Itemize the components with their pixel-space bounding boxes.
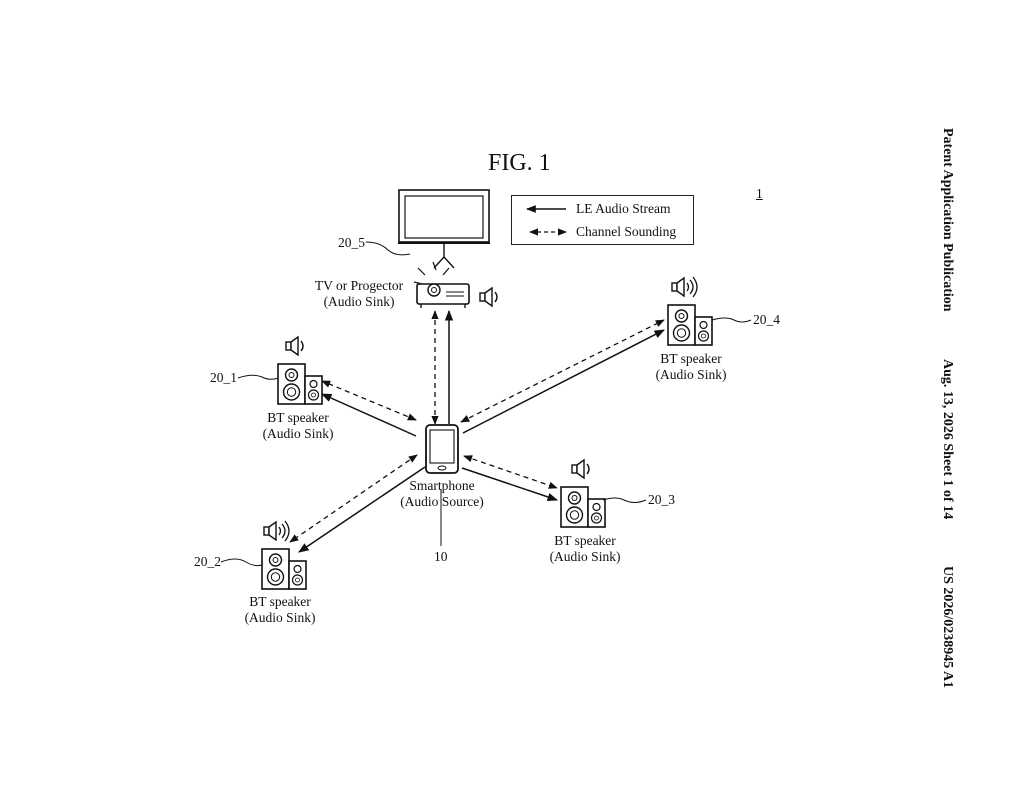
speaker2-label: BT speaker (Audio Sink) — [230, 594, 330, 626]
speaker3-ref: 20_3 — [648, 492, 675, 508]
speaker1-icon — [278, 364, 322, 404]
speaker3-label-line1: BT speaker — [535, 533, 635, 549]
sounding-arrow-speaker4 — [461, 320, 664, 422]
speaker3-label-line2: (Audio Sink) — [535, 549, 635, 565]
speaker4-label-line2: (Audio Sink) — [641, 367, 741, 383]
speaker4-label: BT speaker (Audio Sink) — [641, 351, 741, 383]
speaker3-volume-icon — [572, 460, 589, 478]
speaker2-label-line2: (Audio Sink) — [230, 610, 330, 626]
speaker3-label: BT speaker (Audio Sink) — [535, 533, 635, 565]
projector-icon — [414, 262, 469, 308]
legend-sounding-label: Channel Sounding — [576, 224, 676, 240]
speaker1-label-line2: (Audio Sink) — [248, 426, 348, 442]
speaker1-volume-icon — [286, 337, 303, 355]
smartphone-ref: 10 — [434, 549, 448, 565]
projector-volume-icon — [480, 288, 497, 306]
speaker3-icon — [561, 487, 605, 527]
stream-arrow-speaker4 — [463, 330, 664, 433]
smartphone-label-line2: (Audio Source) — [387, 494, 497, 510]
legend-stream-label: LE Audio Stream — [576, 201, 671, 217]
speaker1-label-line1: BT speaker — [248, 410, 348, 426]
speaker4-volume-icon — [672, 277, 697, 297]
projection-screen-icon — [398, 190, 490, 268]
speaker2-volume-icon — [264, 521, 289, 541]
speaker2-label-line1: BT speaker — [230, 594, 330, 610]
speaker4-icon — [668, 305, 712, 345]
speaker4-ref: 20_4 — [753, 312, 780, 328]
speaker2-icon — [262, 549, 306, 589]
projector-label: TV or Progector (Audio Sink) — [299, 278, 419, 310]
smartphone-label: Smartphone (Audio Source) — [387, 478, 497, 510]
smartphone-icon — [426, 425, 458, 473]
projector-label-line2: (Audio Sink) — [299, 294, 419, 310]
speaker2-ref: 20_2 — [194, 554, 221, 570]
speaker1-label: BT speaker (Audio Sink) — [248, 410, 348, 442]
speaker1-ref: 20_1 — [210, 370, 237, 386]
projector-label-line1: TV or Progector — [299, 278, 419, 294]
speaker4-label-line1: BT speaker — [641, 351, 741, 367]
smartphone-label-line1: Smartphone — [387, 478, 497, 494]
projector-ref: 20_5 — [338, 235, 365, 251]
